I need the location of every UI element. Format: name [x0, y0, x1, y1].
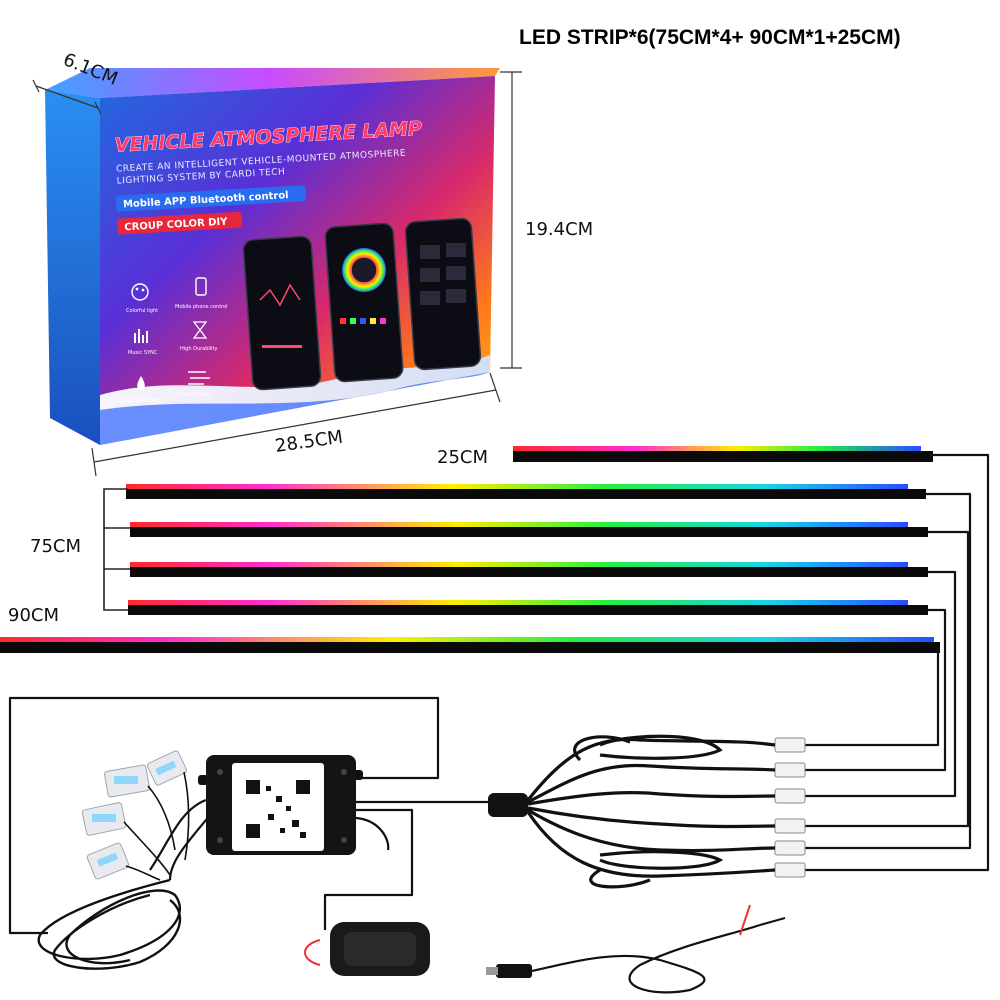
strip-75cm-bracket: 75CM: [30, 488, 130, 611]
led-strip-75cm-1: [126, 484, 926, 499]
feature-label: Music SYNC: [128, 350, 158, 356]
led-strip-75cm-2: [130, 522, 928, 537]
box-top-face: [45, 68, 500, 98]
feature-icon-grid: Colorful light Mobile phone control Musi…: [122, 277, 228, 404]
led-strip-75cm-4: [128, 600, 928, 615]
coiled-cable: [37, 878, 182, 970]
phone-mockup-3: [404, 217, 482, 371]
phone-icon: [195, 277, 207, 296]
strip-75cm-label: 75CM: [30, 536, 81, 557]
strip-90cm-label: 90CM: [8, 605, 59, 626]
strip-25cm-label: 25CM: [437, 447, 488, 468]
strip-wires: [805, 453, 990, 872]
box-side-face: [45, 90, 100, 445]
depth-dim-line: [35, 85, 99, 109]
feature-pill-red: [117, 211, 243, 235]
bluetooth-controller: [198, 755, 363, 855]
footwell-lights: [37, 750, 190, 970]
led-strip-90cm: 90CM: [0, 605, 940, 653]
phone-mockup-1: [242, 235, 322, 391]
feature-label: Colorful flicker: [176, 392, 213, 398]
product-heading: LED STRIP*6(75CM*4+ 90CM*1+25CM): [519, 26, 901, 49]
power-cable: [486, 904, 786, 994]
splitter-harness: [488, 734, 776, 889]
wind-icon: [188, 371, 210, 385]
led-strip-25cm: 25CM: [437, 446, 933, 468]
width-label: 28.5CM: [274, 427, 344, 457]
palette-icon: [131, 283, 149, 301]
switch-module: [304, 922, 430, 976]
feature-pill-blue: [115, 185, 306, 212]
led-strip-75cm-3: [130, 562, 928, 577]
music-bars-icon: [134, 329, 148, 343]
width-dim-line: [93, 389, 497, 463]
height-label: 19.4CM: [525, 219, 593, 240]
qr-label: [232, 763, 324, 851]
product-box: VEHICLE ATMOSPHERE LAMP CREATE AN INTELL…: [45, 68, 500, 445]
hourglass-icon: [192, 321, 208, 339]
controller-wires: [8, 696, 488, 935]
feature-label: Colorful light: [126, 308, 158, 314]
feature-label: Mobile phone control: [175, 304, 228, 310]
water-drop-icon: [137, 376, 145, 390]
connector-block: [774, 737, 806, 878]
dimension-height: 19.4CM: [500, 71, 593, 369]
phone-mockup-2: [324, 222, 404, 383]
qr-code-icon: [246, 780, 310, 838]
feature-label: IP68 Waterproof: [122, 398, 162, 404]
feature-label: High Durability: [180, 346, 218, 352]
